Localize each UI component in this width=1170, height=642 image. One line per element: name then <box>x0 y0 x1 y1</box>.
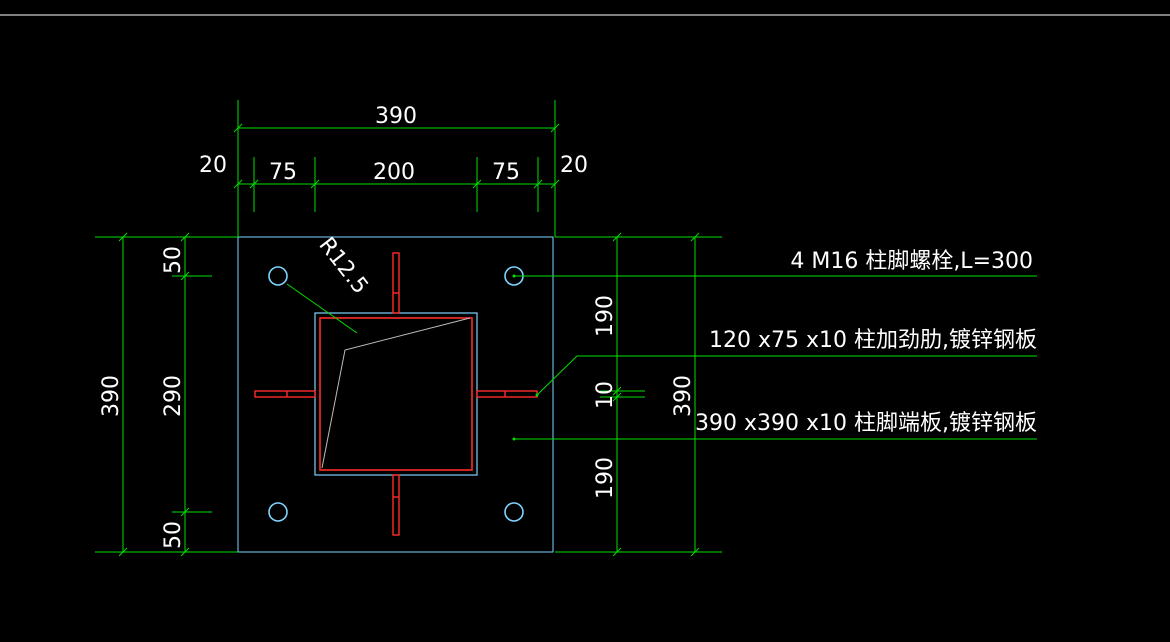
dim-left-bot-seg: 50 <box>161 521 186 549</box>
weld-line <box>321 317 471 469</box>
top-dimension-lines <box>233 100 560 237</box>
stiffener-top <box>392 252 400 314</box>
dim-top-right-seg: 75 <box>492 160 520 185</box>
dim-top-left-edge: 20 <box>199 153 227 178</box>
leader-dot-plate <box>512 437 516 441</box>
note-stiffener: 120 x75 x10 柱加劲肋,镀锌钢板 <box>709 328 1037 353</box>
note-base-plate: 390 x390 x10 柱脚端板,镀锌钢板 <box>695 411 1037 436</box>
column-inner <box>319 317 473 471</box>
dim-top-right-edge: 20 <box>560 153 588 178</box>
dim-right-bot-seg: 190 <box>593 457 618 499</box>
dim-top-overall: 390 <box>375 104 417 129</box>
left-dimension-lines <box>95 232 238 557</box>
bolt-bottom-right <box>504 502 524 522</box>
dim-right-mid-seg: 10 <box>593 381 618 409</box>
note-leaders <box>514 275 1037 440</box>
dim-right-top-seg: 190 <box>593 295 618 337</box>
base-plate-outline <box>237 236 554 553</box>
dim-right-overall: 390 <box>671 375 696 417</box>
bolt-top-left <box>268 266 288 286</box>
dim-left-mid-seg: 290 <box>161 375 186 417</box>
dim-top-left-seg: 75 <box>269 160 297 185</box>
dim-left-top-seg: 50 <box>161 246 186 274</box>
leader-dot-bolts <box>512 274 516 278</box>
dim-left-overall: 390 <box>99 375 124 417</box>
dim-top-mid-seg: 200 <box>373 160 415 185</box>
dim-radius: R12.5 <box>313 233 372 299</box>
right-dimension-lines <box>555 232 722 557</box>
radius-leader <box>286 283 358 334</box>
bolt-bottom-left <box>268 502 288 522</box>
leader-dot-stiffener <box>535 393 539 397</box>
stiffener-left <box>254 390 316 398</box>
stiffener-right <box>476 390 538 398</box>
stiffener-bottom <box>392 474 400 536</box>
note-bolts: 4 M16 柱脚螺栓,L=300 <box>790 249 1033 274</box>
